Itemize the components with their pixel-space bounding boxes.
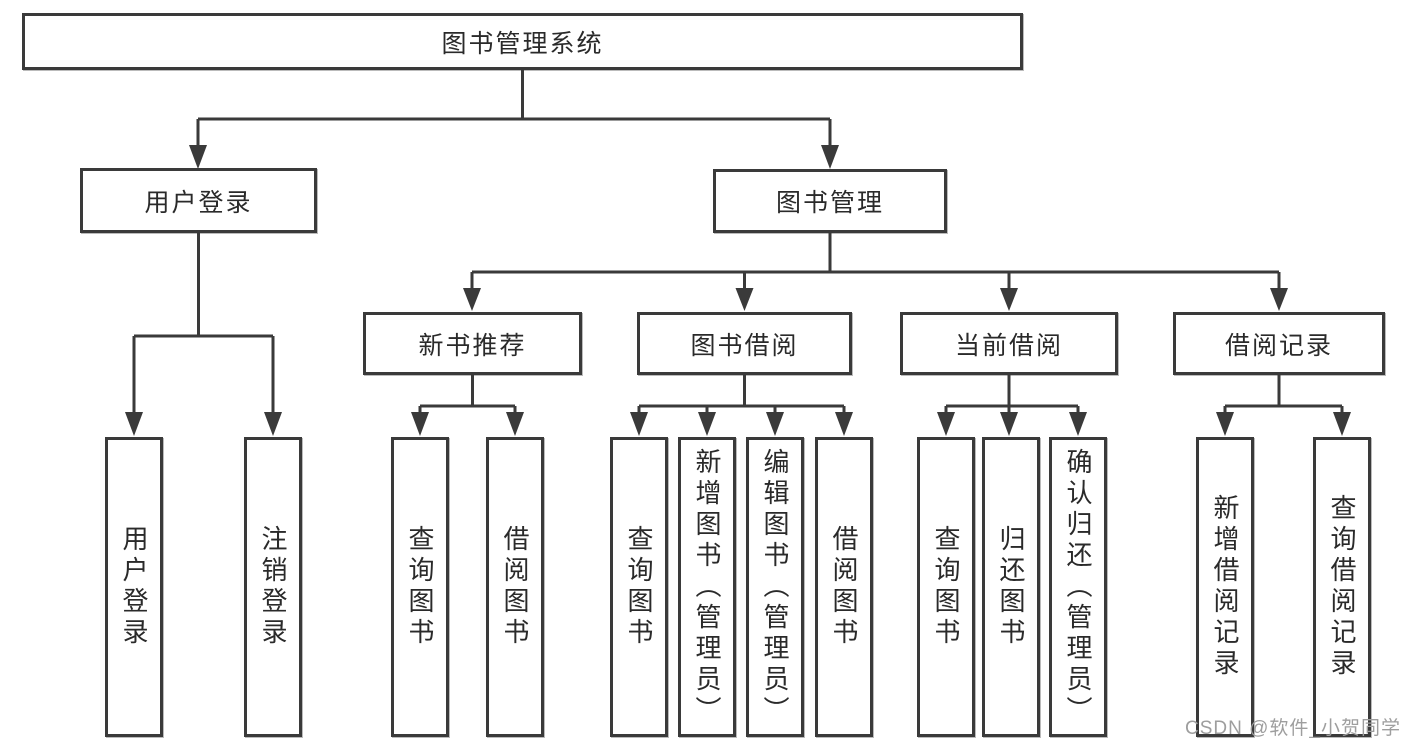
leaf-confirm-return-admin: 确认归还（管理员）	[1049, 437, 1107, 737]
node-label: 查询图书	[931, 525, 961, 649]
node-borrow-records: 借阅记录	[1173, 312, 1385, 375]
leaf-add-book-admin: 新增图书（管理员）	[678, 437, 736, 737]
node-label: 新增图书（管理员）	[692, 447, 722, 727]
node-new-book-recommend: 新书推荐	[363, 312, 582, 375]
leaf-query-books-recommend: 查询图书	[391, 437, 449, 737]
node-label: 图书管理系统	[441, 29, 604, 58]
leaf-query-books-current: 查询图书	[917, 437, 975, 737]
node-label: 图书借阅	[690, 331, 799, 360]
node-label: 查询借阅记录	[1327, 494, 1357, 680]
node-label: 新书推荐	[418, 331, 527, 360]
node-label: 图书管理	[775, 189, 884, 217]
leaf-logout: 注销登录	[244, 437, 302, 737]
leaf-return-book: 归还图书	[982, 437, 1040, 737]
node-label: 用户登录	[119, 525, 149, 649]
leaf-borrow-books-recommend: 借阅图书	[486, 437, 544, 737]
node-book-borrow: 图书借阅	[637, 312, 852, 375]
tree-edges	[132, 70, 1344, 413]
node-user-login: 用户登录	[80, 168, 317, 233]
node-label: 新增借阅记录	[1210, 494, 1240, 680]
node-label: 借阅图书	[500, 525, 530, 649]
node-book-management: 图书管理	[713, 169, 947, 233]
node-label: 当前借阅	[954, 331, 1063, 360]
leaf-query-books-borrow: 查询图书	[610, 437, 668, 737]
node-label: 借阅记录	[1224, 331, 1333, 360]
node-library-management-system: 图书管理系统	[22, 13, 1023, 70]
node-label: 用户登录	[144, 188, 253, 217]
node-label: 确认归还（管理员）	[1063, 447, 1093, 727]
csdn-watermark: CSDN @软件_小贺同学	[1185, 718, 1401, 739]
leaf-query-borrow-record: 查询借阅记录	[1313, 437, 1371, 737]
node-label: 查询图书	[405, 525, 435, 649]
leaf-edit-book-admin: 编辑图书（管理员）	[746, 437, 804, 737]
leaf-user-login: 用户登录	[105, 437, 163, 737]
leaf-borrow-books: 借阅图书	[815, 437, 873, 737]
node-label: 编辑图书（管理员）	[760, 447, 790, 727]
node-label: 归还图书	[996, 525, 1026, 649]
node-label: 注销登录	[258, 525, 288, 649]
node-label: 查询图书	[624, 525, 654, 649]
leaf-add-borrow-record: 新增借阅记录	[1196, 437, 1254, 737]
arrow-heads	[125, 145, 1351, 436]
node-current-borrow: 当前借阅	[900, 312, 1118, 375]
node-label: 借阅图书	[829, 525, 859, 649]
